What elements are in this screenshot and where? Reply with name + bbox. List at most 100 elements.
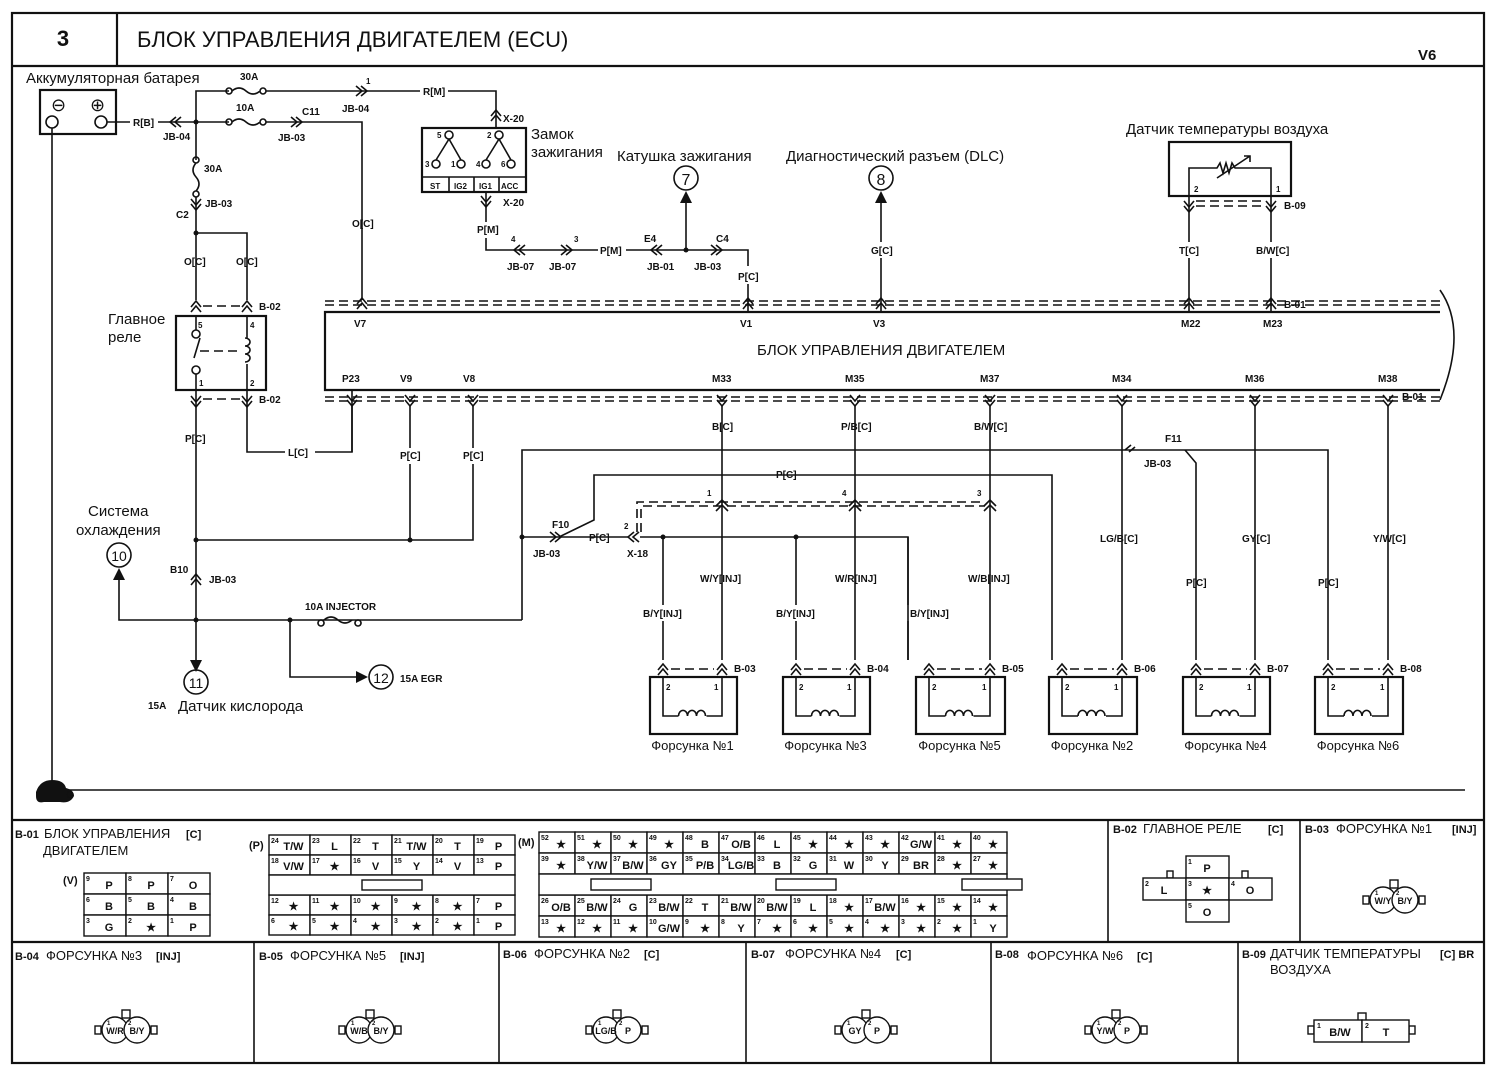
- pin-cell: 17★: [309, 854, 352, 876]
- relay-coil-icon: [244, 337, 251, 363]
- fuse-30a-vertical-label: 30A: [204, 164, 222, 175]
- svg-text:O/B: O/B: [731, 839, 751, 851]
- svg-text:реле: реле: [108, 329, 141, 346]
- svg-text:T: T: [454, 841, 461, 853]
- svg-text:★: ★: [330, 901, 340, 913]
- svg-text:14: 14: [435, 858, 443, 865]
- svg-text:50: 50: [613, 835, 621, 842]
- pin-cell: 8Y: [718, 915, 756, 938]
- connector-jb04-icon: [355, 85, 369, 97]
- injector-coil-icon: [810, 709, 840, 717]
- svg-text:2: 2: [799, 683, 804, 692]
- svg-text:2: 2: [1365, 1023, 1369, 1030]
- pin-cell: 2★: [934, 915, 972, 938]
- svg-text:1: 1: [451, 160, 456, 169]
- pin-cell: 4B: [167, 893, 211, 916]
- svg-text:JB-03: JB-03: [278, 133, 306, 144]
- svg-text:W: W: [844, 860, 855, 872]
- fuse-30a-top-label: 30A: [240, 72, 258, 83]
- ground-wire: [51, 128, 1465, 791]
- svg-text:35: 35: [685, 856, 693, 863]
- ecu-label: БЛОК УПРАВЛЕНИЯ ДВИГАТЕЛЕМ: [757, 342, 1005, 359]
- svg-text:15A: 15A: [148, 701, 166, 712]
- pin-cell: 24G: [610, 894, 648, 917]
- pin-cell: 15★: [934, 894, 972, 917]
- svg-text:P: P: [147, 880, 154, 892]
- svg-text:T: T: [1383, 1027, 1390, 1039]
- svg-text:13: 13: [476, 858, 484, 865]
- svg-text:[C] BR: [C] BR: [1440, 949, 1474, 961]
- svg-text:P: P: [1203, 863, 1210, 875]
- oxygen-sensor-label: Датчик кислорода: [178, 698, 304, 715]
- svg-text:БЛОК УПРАВЛЕНИЯ: БЛОК УПРАВЛЕНИЯ: [44, 826, 170, 841]
- svg-text:L: L: [331, 841, 338, 853]
- wire-label-l-c: L[C]: [288, 448, 308, 459]
- svg-text:B10: B10: [170, 565, 189, 576]
- connector-jb03-c11-icon: [290, 116, 304, 128]
- svg-text:10: 10: [111, 548, 127, 564]
- ecu-pin-connector-icon: [1265, 296, 1277, 310]
- ecu-pin-connector-icon: [356, 296, 368, 310]
- svg-text:1: 1: [1247, 683, 1252, 692]
- pin-cell: 1P: [167, 914, 211, 937]
- svg-text:2: 2: [1145, 881, 1149, 888]
- pin-cell: 47O/B: [718, 831, 756, 854]
- wire-label-o-c-ecu: O[C]: [352, 219, 374, 230]
- svg-text:Y: Y: [413, 861, 421, 873]
- svg-text:P[M]: P[M]: [477, 225, 499, 236]
- svg-text:охлаждения: охлаждения: [76, 522, 161, 539]
- svg-text:2: 2: [1396, 891, 1400, 897]
- svg-text:★: ★: [988, 839, 998, 851]
- svg-text:44: 44: [829, 835, 837, 842]
- pin-cell: 3G: [83, 914, 127, 937]
- svg-text:46: 46: [757, 835, 765, 842]
- svg-text:6: 6: [271, 918, 275, 925]
- svg-text:★: ★: [844, 902, 854, 914]
- svg-text:20: 20: [435, 838, 443, 845]
- pin-cell: 3★: [391, 914, 434, 936]
- main-relay: B-02 5 4 1 2 B-02: [174, 299, 281, 409]
- svg-text:★: ★: [952, 860, 962, 872]
- pin-cell: 5O: [1185, 899, 1230, 923]
- svg-text:ФОРСУНКА №6: ФОРСУНКА №6: [1027, 948, 1123, 963]
- svg-text:[C]: [C]: [644, 949, 660, 961]
- svg-text:P: P: [874, 1026, 880, 1036]
- fuse-injector-icon: [317, 616, 362, 627]
- svg-text:P/B: P/B: [696, 860, 714, 872]
- svg-text:B: B: [701, 839, 709, 851]
- svg-text:8: 8: [128, 876, 132, 883]
- svg-text:★: ★: [808, 923, 818, 935]
- ecu-pin-m33: M33: [712, 374, 732, 385]
- pin-cell: 10★: [350, 894, 393, 916]
- pin-cell: 20 T: [432, 834, 475, 856]
- svg-text:27: 27: [973, 856, 981, 863]
- ecu-pin-m35: M35: [845, 374, 865, 385]
- svg-text:ДАТЧИК ТЕМПЕРАТУРЫ: ДАТЧИК ТЕМПЕРАТУРЫ: [1270, 946, 1421, 961]
- ecu-pin-m38: M38: [1378, 374, 1398, 385]
- svg-text:B/Y: B/Y: [129, 1026, 144, 1036]
- pin-cell: 11★: [309, 894, 352, 916]
- svg-text:P: P: [495, 901, 502, 913]
- svg-text:T/W: T/W: [406, 841, 427, 853]
- svg-text:16: 16: [901, 898, 909, 905]
- svg-text:1: 1: [1380, 683, 1385, 692]
- connector-jb03-b10-icon: [190, 572, 202, 586]
- svg-text:1: 1: [1375, 891, 1379, 897]
- svg-text:★: ★: [880, 839, 890, 851]
- pin-cell: 3★: [898, 915, 936, 938]
- svg-text:11: 11: [189, 675, 204, 691]
- svg-text:20: 20: [757, 898, 765, 905]
- ref-12-icon: [368, 664, 394, 690]
- injector-signal-wires: [715, 405, 1389, 660]
- pin-cell: 27★: [970, 852, 1008, 875]
- svg-text:[INJ]: [INJ]: [156, 951, 181, 963]
